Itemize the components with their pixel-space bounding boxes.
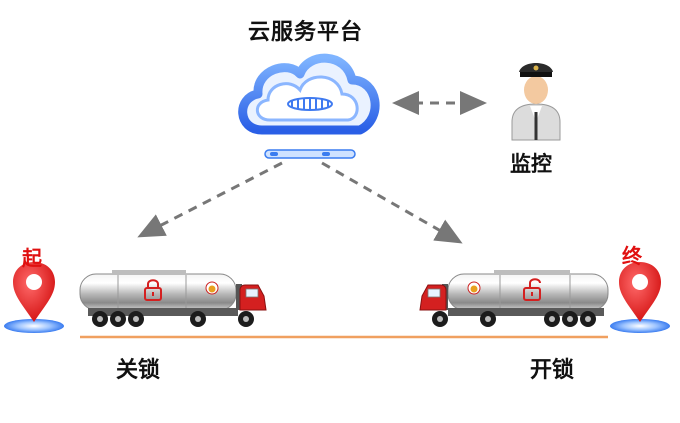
cloud-to-left-truck-arrow bbox=[137, 161, 283, 238]
tanker-truck-icon bbox=[419, 270, 609, 327]
location-pin-icon bbox=[4, 262, 64, 333]
cloud-icon bbox=[238, 53, 380, 159]
padlock-open-icon bbox=[523, 278, 541, 301]
cloud-platform-title: 云服务平台 bbox=[248, 20, 364, 45]
guard-icon bbox=[511, 63, 561, 141]
monitor-label: 监控 bbox=[510, 152, 552, 176]
cloud-to-right-truck-arrow bbox=[321, 161, 463, 244]
start-marker-label: 起 bbox=[22, 246, 42, 270]
end-marker-label: 终 bbox=[622, 244, 642, 268]
unlock-state-label: 开锁 bbox=[530, 358, 575, 383]
padlock-closed-icon bbox=[144, 279, 162, 301]
tanker-truck-icon bbox=[79, 270, 267, 327]
location-pin-icon bbox=[610, 262, 670, 333]
lock-state-label: 关锁 bbox=[116, 358, 161, 383]
